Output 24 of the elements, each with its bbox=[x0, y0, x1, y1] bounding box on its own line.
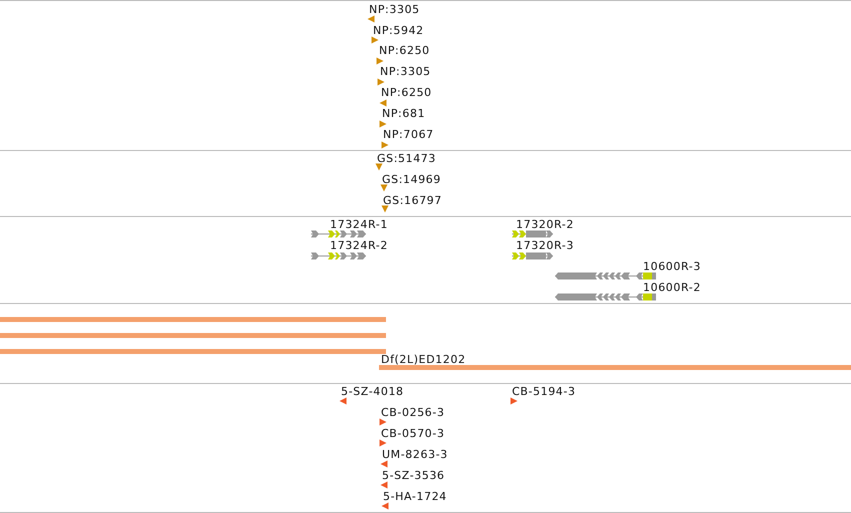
feature-label: GS:51473 bbox=[377, 152, 436, 165]
feature-label: NP:3305 bbox=[380, 65, 431, 78]
feature-label: NP:6250 bbox=[381, 86, 432, 99]
feature-label: NP:7067 bbox=[383, 128, 434, 141]
feature-label: GS:14969 bbox=[382, 173, 442, 186]
feature-label: 17320R-3 bbox=[516, 239, 574, 252]
feature-label: 5-SZ-4018 bbox=[341, 385, 404, 398]
feature-label: CB-0570-3 bbox=[381, 427, 445, 440]
feature-label: NP:681 bbox=[382, 107, 426, 120]
feature-label: 5-HA-1724 bbox=[383, 490, 447, 503]
feature-label: CB-0256-3 bbox=[381, 406, 445, 419]
feature-label: 17324R-1 bbox=[330, 218, 388, 231]
feature-label: Df(2L)ED1202 bbox=[381, 353, 466, 366]
feature-label: NP:6250 bbox=[379, 44, 430, 57]
feature-label: 17324R-2 bbox=[330, 239, 388, 252]
feature-label: 10600R-3 bbox=[643, 260, 701, 273]
feature-label: 10600R-2 bbox=[643, 281, 701, 294]
feature-label: GS:16797 bbox=[383, 194, 442, 207]
feature-label: 17320R-2 bbox=[516, 218, 574, 231]
feature-label: CB-5194-3 bbox=[512, 385, 576, 398]
feature-label: UM-8263-3 bbox=[382, 448, 448, 461]
feature-label: NP:5942 bbox=[373, 24, 424, 37]
feature-label: NP:3305 bbox=[369, 3, 420, 16]
feature-label: 5-SZ-3536 bbox=[382, 469, 445, 482]
